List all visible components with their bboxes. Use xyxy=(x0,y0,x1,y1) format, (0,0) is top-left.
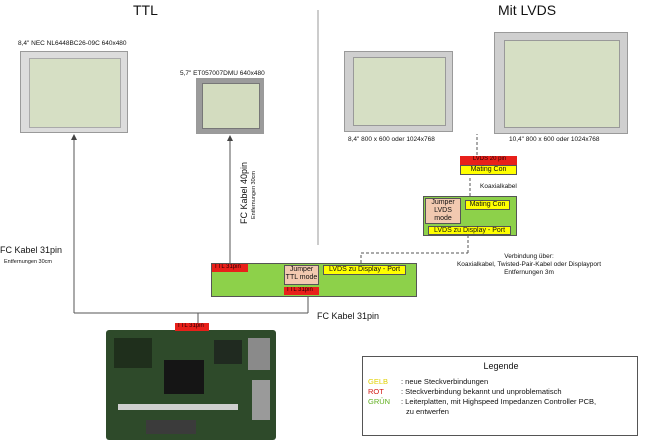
cable-koax-label: Koaxialkabel xyxy=(480,183,517,190)
adapter-jumper-ttl: Jumper TTL mode xyxy=(284,265,319,285)
pcb-chip-4 xyxy=(146,420,196,434)
pcb-chip-2 xyxy=(164,360,204,394)
cable-fc31-left-distance: Entfernungen 30cm xyxy=(4,259,53,265)
legend-key-red: ROT xyxy=(368,387,384,396)
panel-et-screen xyxy=(202,83,260,129)
pcb-ttl-connector: TTL 31pin xyxy=(175,323,209,331)
cable-fc40-distance: Entfernungen 30cm xyxy=(251,170,257,219)
panel-et-label: 5,7" ET057007DMU 640x480 xyxy=(180,70,265,77)
display-mating-con: Mating Con xyxy=(465,200,510,210)
legend-row-yellow: GELB : neue Steckverbindungen xyxy=(368,377,488,386)
panel-lvds84-screen xyxy=(353,57,446,126)
legend-box: Legende GELB : neue Steckverbindungen ROT… xyxy=(362,356,638,436)
header-ttl: TTL xyxy=(133,2,158,18)
legend-key-green: GRÜN xyxy=(368,397,391,406)
legend-text-green: : Leiterplatten, mit Highspeed Impedanze… xyxy=(401,397,597,406)
verbindung-line-1: Verbindung über: xyxy=(504,253,554,260)
adapter-ttl-connector-top: TTL 31pin xyxy=(212,264,248,272)
pcb-chip-1 xyxy=(114,338,152,368)
arrow-up-icon xyxy=(227,135,233,141)
panel-lvds84 xyxy=(344,51,453,132)
legend-row-green: GRÜN : Leiterplatten, mit Highspeed Imped… xyxy=(368,397,596,406)
panel-nec-screen xyxy=(29,58,121,128)
cable-fc31-bottom-label: FC Kabel 31pin xyxy=(317,311,380,321)
verbindung-line-3: Entfernungen 3m xyxy=(504,269,554,276)
controller-pcb xyxy=(106,330,276,440)
adapter-lvds-port: LVDS zu Display - Port xyxy=(323,265,406,275)
header-lvds: Mit LVDS xyxy=(498,2,557,18)
lvds-mating-con: Mating Con xyxy=(460,165,517,175)
legend-row-red: ROT : Steckverbindung bekannt und unprobl… xyxy=(368,387,562,396)
arrow-up-icon xyxy=(71,134,77,140)
cable-fc31-left-label: FC Kabel 31pin xyxy=(0,245,63,255)
legend-text-yellow: : neue Steckverbindungen xyxy=(401,377,489,386)
panel-lvds104 xyxy=(494,32,628,134)
panel-lvds104-screen xyxy=(504,40,620,128)
adapter-ttl-connector-bottom: TTL 31pin xyxy=(284,287,319,295)
legend-text-green-cont: zu entwerfen xyxy=(406,407,449,416)
pcb-chip-3 xyxy=(214,340,242,364)
panel-nec xyxy=(20,51,128,133)
panel-et xyxy=(196,78,264,134)
display-jumper-lvds: Jumper LVDS mode xyxy=(425,198,461,224)
legend-text-red: : Steckverbindung bekannt und unproblema… xyxy=(401,387,562,396)
panel-nec-label: 8,4" NEC NL6448BC26-09C 640x480 xyxy=(18,40,127,47)
verbindung-note: Verbindung über: Koaxialkabel, Twisted-P… xyxy=(452,253,606,277)
display-lvds-port: LVDS zu Display - Port xyxy=(428,226,511,235)
pcb-connector-2 xyxy=(252,380,270,420)
panel-lvds104-label: 10,4" 800 x 600 oder 1024x768 xyxy=(509,136,600,143)
verbindung-line-2: Koaxialkabel, Twisted-Pair-Kabel oder Di… xyxy=(456,261,602,268)
panel-lvds84-label: 8,4" 800 x 600 oder 1024x768 xyxy=(348,136,435,143)
lvds-20pin-connector: LVDS 20 pin xyxy=(460,156,517,165)
pcb-connector-1 xyxy=(248,338,270,370)
pcb-pin-header xyxy=(118,404,238,410)
legend-title: Legende xyxy=(483,361,519,371)
cable-fc40-label: FC Kabel 40pin xyxy=(239,161,249,224)
legend-key-yellow: GELB xyxy=(368,377,389,386)
